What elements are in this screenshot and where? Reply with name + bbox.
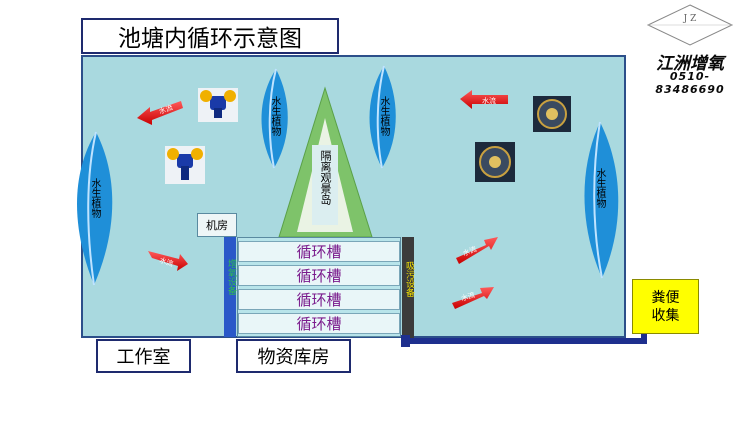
svg-text:水流: 水流 — [482, 96, 496, 105]
flow-arrow-top-right: 水流 — [460, 90, 508, 109]
plant-center-left — [261, 68, 288, 169]
plant-left — [77, 131, 113, 286]
office-label: 工作室 — [96, 339, 191, 373]
aeration-equipment-label: 增氧设备 — [226, 259, 236, 295]
diagram-title: 池塘内循环示意图 — [81, 18, 339, 54]
flow-arrow-bottom-left: 水流 — [148, 251, 188, 271]
logo-diamond-icon: J Z — [646, 4, 734, 46]
plant-label-right: 水生植物 — [594, 168, 605, 208]
manure-label-line2: 收集 — [651, 307, 680, 324]
island-label: 隔离观景岛 — [319, 150, 332, 205]
svg-text:水流: 水流 — [158, 103, 174, 116]
paddle-aerator-icon — [165, 146, 205, 184]
company-logo: J Z 江洲增氧 0510-83486690 — [636, 3, 744, 96]
manure-collection-box: 粪便 收集 — [632, 279, 699, 334]
machine-room: 机房 — [197, 213, 237, 237]
impeller-aerator-icon — [533, 96, 571, 132]
flow-arrow-mid-right: 水流 — [456, 237, 498, 264]
plant-label-center-right: 水生植物 — [378, 96, 389, 136]
suction-equipment-label: 吸污设备 — [404, 261, 414, 297]
waste-pipe-riser — [641, 326, 647, 344]
circulation-tank: 循环槽 — [238, 313, 400, 334]
aeration-equipment-bar: 增氧设备 — [224, 237, 236, 337]
flow-arrow-top-left: 水流 — [137, 101, 183, 125]
logo-phone: 0510-83486690 — [655, 70, 725, 96]
pipe-outlet — [401, 335, 410, 347]
suction-equipment-bar: 吸污设备 — [402, 237, 414, 341]
plant-right — [584, 121, 619, 279]
paddle-aerator-icon — [198, 88, 238, 122]
storage-label: 物资库房 — [236, 339, 351, 373]
svg-text:水流: 水流 — [158, 255, 174, 268]
logo-company-name: 江洲增氧 — [656, 54, 724, 74]
plant-label-center-left: 水生植物 — [269, 96, 280, 136]
plant-center-right — [369, 65, 396, 169]
circulation-tank: 循环槽 — [238, 265, 400, 286]
svg-text:水流: 水流 — [460, 290, 476, 303]
plant-label-left: 水生植物 — [89, 178, 100, 218]
island — [278, 86, 373, 238]
circulation-tank: 循环槽 — [238, 289, 400, 310]
svg-text:水流: 水流 — [461, 244, 477, 258]
manure-label-line1: 粪便 — [651, 289, 680, 306]
circulation-tanks: 循环槽 循环槽 循环槽 循环槽 — [237, 237, 401, 337]
circulation-tank: 循环槽 — [238, 241, 400, 262]
flow-arrow-bottom-right: 水流 — [452, 287, 494, 309]
waste-pipe — [407, 338, 644, 344]
logo-monogram: J Z — [683, 14, 697, 24]
impeller-aerator-icon — [475, 142, 515, 182]
